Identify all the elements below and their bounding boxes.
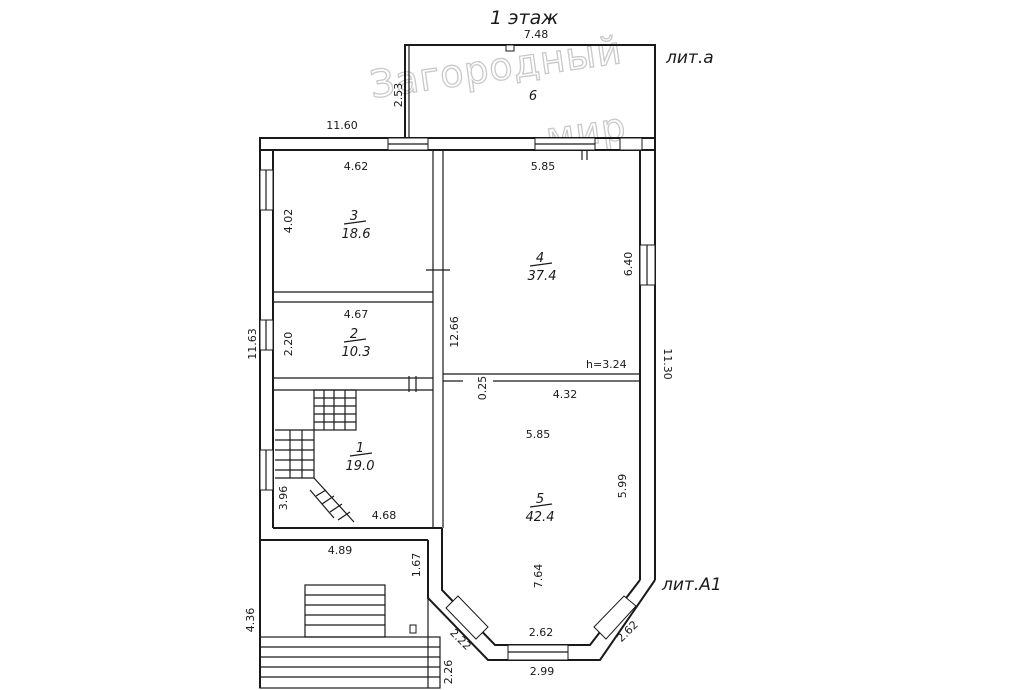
dim-room5-width: 5.85 [526, 428, 551, 441]
dim-porch-total: 4.36 [244, 608, 257, 633]
room-3-area: 18.6 [342, 227, 371, 242]
dim-room3-depth: 4.02 [282, 209, 295, 234]
dim-partition-thickness: 0.25 [476, 376, 489, 401]
dim-room1-width: 4.68 [372, 509, 397, 522]
dim-right-total: 11.30 [661, 348, 674, 380]
lit-a-label: лит.а [665, 48, 714, 68]
dim-steps-depth: 2.26 [442, 660, 455, 685]
dim-house-width: 11.60 [326, 119, 358, 132]
dim-room4-width: 5.85 [531, 160, 556, 173]
dim-room2-width: 4.67 [344, 308, 369, 321]
dim-room5-depth: 5.99 [616, 474, 629, 499]
room-4-area: 37.4 [528, 269, 557, 284]
lit-a1-label: лит.А1 [661, 575, 722, 595]
room-3-number: 3 [350, 209, 358, 224]
room-1-area: 19.0 [346, 459, 375, 474]
dim-terrace-width: 7.48 [524, 28, 549, 41]
dim-porch-width: 4.89 [328, 544, 353, 557]
room-2-area: 10.3 [342, 345, 371, 360]
dim-room4-depth: 6.40 [622, 252, 635, 277]
terrace-walls [404, 44, 656, 140]
floor-title: 1 этаж [490, 7, 558, 29]
room-5-number: 5 [536, 492, 544, 507]
windows [259, 137, 656, 661]
staircase [275, 389, 357, 523]
dim-left-total: 11.63 [246, 328, 259, 360]
dim-room1-depth: 3.96 [277, 486, 290, 511]
room-6-number: 6 [529, 89, 537, 104]
dim-center-wall: 12.66 [448, 316, 461, 348]
dim-bay-outer: 2.99 [530, 665, 555, 678]
dim-room5-partition: 4.32 [553, 388, 578, 401]
room-2-number: 2 [350, 327, 358, 342]
porch [259, 539, 441, 689]
dim-porch-depth: 1.67 [410, 553, 423, 578]
room-5-area: 42.4 [526, 510, 555, 525]
room-1-number: 1 [356, 441, 364, 456]
room-labels: 3 18.6 4 37.4 2 10.3 1 19.0 5 42.4 6 h=3… [342, 89, 627, 525]
dim-room5-length: 7.64 [532, 564, 545, 589]
outer-walls [259, 137, 656, 661]
dim-bay-front: 2.62 [529, 626, 554, 639]
dimension-labels: 7.48 2.53 11.60 4.62 5.85 4.02 6.40 4.67… [244, 28, 674, 684]
dim-room2-depth: 2.20 [282, 332, 295, 357]
dim-terrace-depth: 2.53 [392, 83, 405, 108]
dim-room3-width: 4.62 [344, 160, 369, 173]
height-label: h=3.24 [586, 358, 627, 371]
room-4-number: 4 [536, 251, 544, 266]
